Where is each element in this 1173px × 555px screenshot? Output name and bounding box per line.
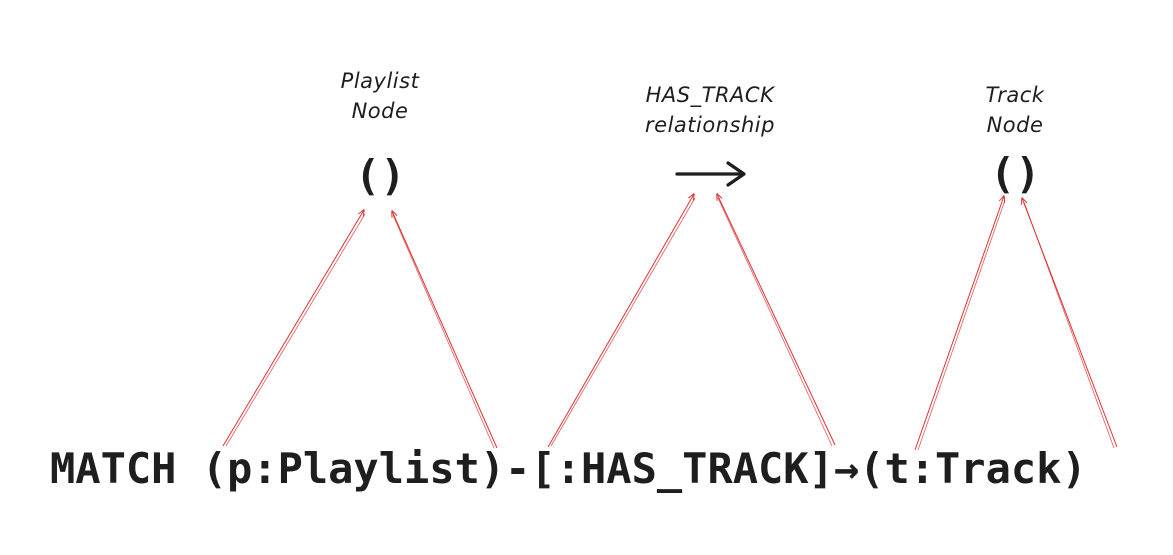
- label-playlist-line2: Node: [351, 99, 409, 123]
- label-playlist-node: Playlist Node: [300, 66, 460, 126]
- label-playlist-line1: Playlist: [340, 69, 420, 93]
- pointer-track-left: [914, 196, 1006, 451]
- pointer-playlist-left: [222, 210, 366, 447]
- label-has-track-line1: HAS_TRACK: [645, 83, 775, 107]
- label-has-track-line2: relationship: [645, 113, 775, 137]
- pointer-track-right: [1022, 198, 1118, 449]
- label-has-track-relationship: HAS_TRACK relationship: [610, 80, 810, 140]
- relationship-arrow-icon: [675, 161, 746, 187]
- label-track-line1: Track: [985, 83, 1045, 107]
- cypher-match-query: MATCH (p:Playlist)-[:HAS_TRACK]→(t:Track…: [50, 444, 1087, 493]
- label-track-node: Track Node: [945, 80, 1085, 140]
- pointer-relationship-left: [547, 194, 696, 448]
- pointer-relationship-right: [717, 194, 836, 447]
- label-track-line2: Node: [986, 113, 1044, 137]
- playlist-node-symbol: (): [355, 151, 406, 200]
- track-node-symbol: (): [990, 149, 1041, 198]
- pointer-playlist-right: [392, 211, 498, 449]
